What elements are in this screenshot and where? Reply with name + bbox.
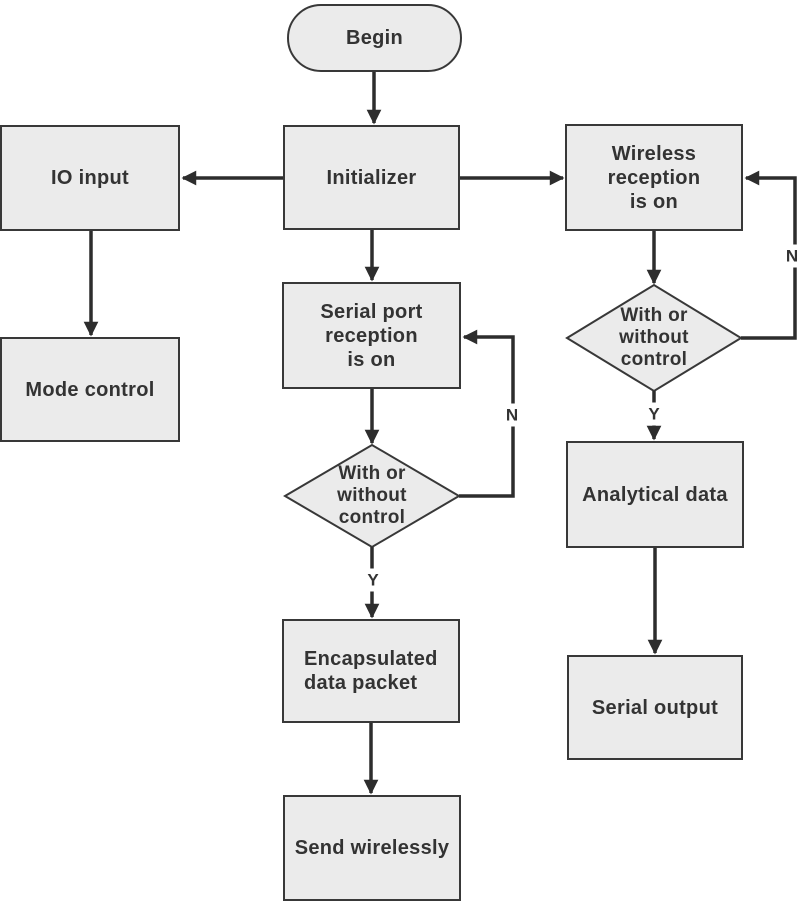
node-send-wirelessly: Send wirelessly	[283, 795, 461, 901]
node-send-wirelessly-label: Send wirelessly	[294, 837, 450, 859]
edge-label-wireless-yes: Y	[646, 402, 662, 426]
node-mode-control-label: Mode control	[25, 378, 155, 401]
node-begin: Begin	[287, 4, 462, 72]
node-encapsulated-packet: Encapsulated data packet	[282, 619, 460, 723]
node-mode-control: Mode control	[0, 337, 180, 442]
node-analytical-data: Analytical data	[566, 441, 744, 548]
node-analytical-data-label: Analytical data	[582, 483, 728, 506]
node-begin-label: Begin	[345, 27, 404, 49]
node-io-input-label: IO input	[51, 167, 129, 189]
edge-label-wireless-no: N	[783, 244, 800, 268]
node-serial-output: Serial output	[567, 655, 743, 760]
node-initializer: Initializer	[283, 125, 460, 230]
node-encapsulated-packet-label: Encapsulated data packet	[304, 648, 438, 694]
node-initializer-label: Initializer	[326, 166, 417, 189]
edge-label-serial-yes: Y	[365, 568, 381, 592]
edge-label-serial-no: N	[503, 403, 521, 427]
node-wireless-reception-label: Wireless reception is on	[607, 142, 701, 213]
node-decision-wireless-label: With or without control	[619, 305, 689, 370]
node-serial-output-label: Serial output	[591, 696, 719, 719]
node-wireless-reception: Wireless reception is on	[565, 124, 743, 231]
node-io-input: IO input	[0, 125, 180, 231]
node-decision-serial-label: With or without control	[337, 463, 407, 528]
node-serial-port-reception: Serial port reception is on	[282, 282, 461, 389]
node-serial-port-reception-label: Serial port reception is on	[320, 300, 423, 371]
